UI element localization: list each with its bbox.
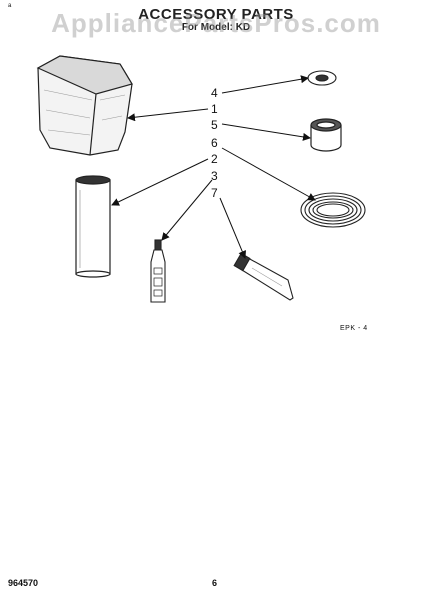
coiled-hose-illustration bbox=[300, 192, 366, 228]
callout-3: 3 bbox=[211, 169, 218, 183]
footer-page-number: 6 bbox=[212, 578, 218, 588]
footer-part-number: 964570 bbox=[8, 578, 39, 588]
callout-4: 4 bbox=[211, 86, 218, 100]
spray-can-illustration bbox=[75, 175, 111, 278]
callout-1: 1 bbox=[211, 102, 218, 116]
corner-mark: a bbox=[8, 3, 12, 9]
callout-2: 2 bbox=[211, 152, 218, 166]
callout-6: 6 bbox=[211, 136, 218, 150]
callout-7: 7 bbox=[211, 186, 218, 200]
callout-5: 5 bbox=[211, 118, 218, 132]
tube-illustration bbox=[233, 252, 294, 301]
washer-illustration bbox=[307, 70, 337, 86]
watermark: AppliancePartsPros.com bbox=[51, 8, 381, 38]
leader-lines bbox=[111, 75, 316, 259]
tape-roll-illustration bbox=[310, 118, 342, 152]
figure-code: EPK - 4 bbox=[340, 325, 368, 332]
bottle-illustration bbox=[150, 239, 166, 303]
bag-illustration bbox=[36, 55, 133, 156]
model-subtitle: For Model: KD bbox=[181, 22, 251, 33]
page-title: ACCESSORY PARTS bbox=[138, 6, 294, 23]
